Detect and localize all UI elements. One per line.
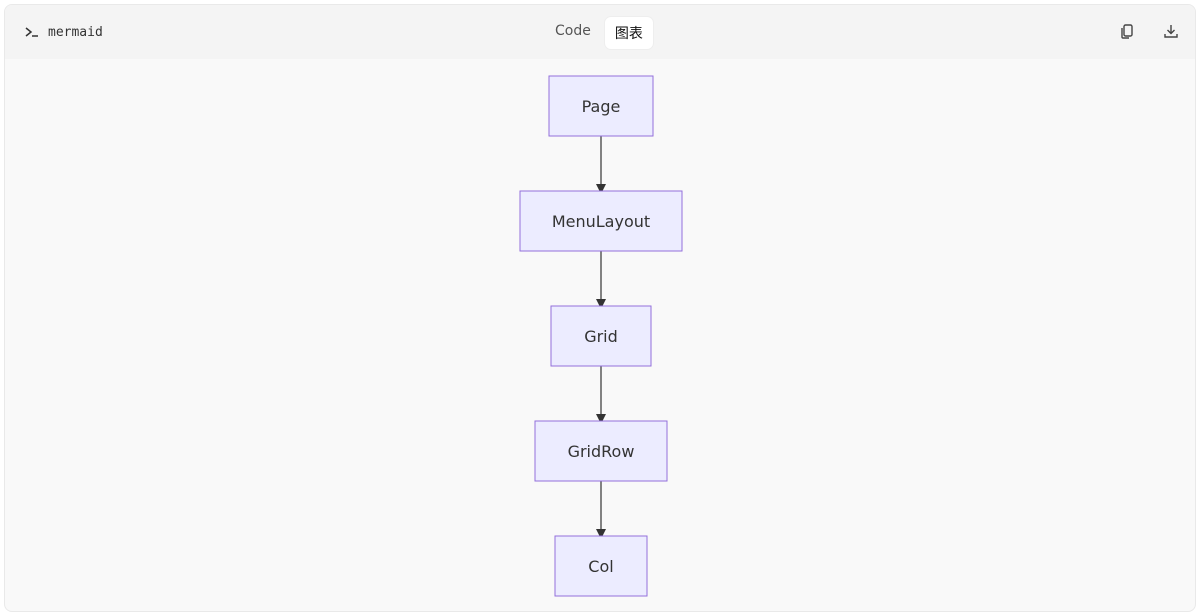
terminal-prompt-icon bbox=[25, 27, 38, 37]
copy-button[interactable] bbox=[1117, 21, 1137, 41]
diagram-node-page[interactable]: Page bbox=[548, 75, 654, 137]
node-label: MenuLayout bbox=[552, 212, 650, 231]
diagram-node-col[interactable]: Col bbox=[554, 535, 648, 597]
diagram-node-gridrow[interactable]: GridRow bbox=[534, 420, 668, 482]
view-tabs: Code 图表 bbox=[545, 17, 653, 49]
copy-icon bbox=[1121, 24, 1133, 39]
node-label: Grid bbox=[584, 327, 618, 346]
language-label-group: mermaid bbox=[24, 24, 103, 40]
diagram-node-grid[interactable]: Grid bbox=[550, 305, 652, 367]
code-block-toolbar: mermaid Code 图表 bbox=[5, 5, 1195, 59]
mermaid-diagram: Page MenuLayout Grid GridRow Col bbox=[519, 75, 683, 597]
download-icon bbox=[1164, 25, 1178, 38]
download-button[interactable] bbox=[1161, 21, 1181, 41]
code-block-frame: mermaid Code 图表 bbox=[4, 4, 1196, 612]
diagram-edge bbox=[596, 481, 606, 539]
tab-chart[interactable]: 图表 bbox=[604, 17, 653, 49]
node-label: Page bbox=[582, 97, 621, 116]
toolbar-actions bbox=[1117, 21, 1181, 41]
tab-code[interactable]: Code bbox=[555, 23, 591, 39]
language-label: mermaid bbox=[48, 24, 103, 40]
node-label: Col bbox=[588, 557, 613, 576]
diagram-edge bbox=[596, 251, 606, 309]
diagram-edge bbox=[596, 366, 606, 424]
diagram-edge bbox=[596, 136, 606, 194]
diagram-node-menulayout[interactable]: MenuLayout bbox=[519, 190, 683, 252]
node-label: GridRow bbox=[568, 442, 635, 461]
